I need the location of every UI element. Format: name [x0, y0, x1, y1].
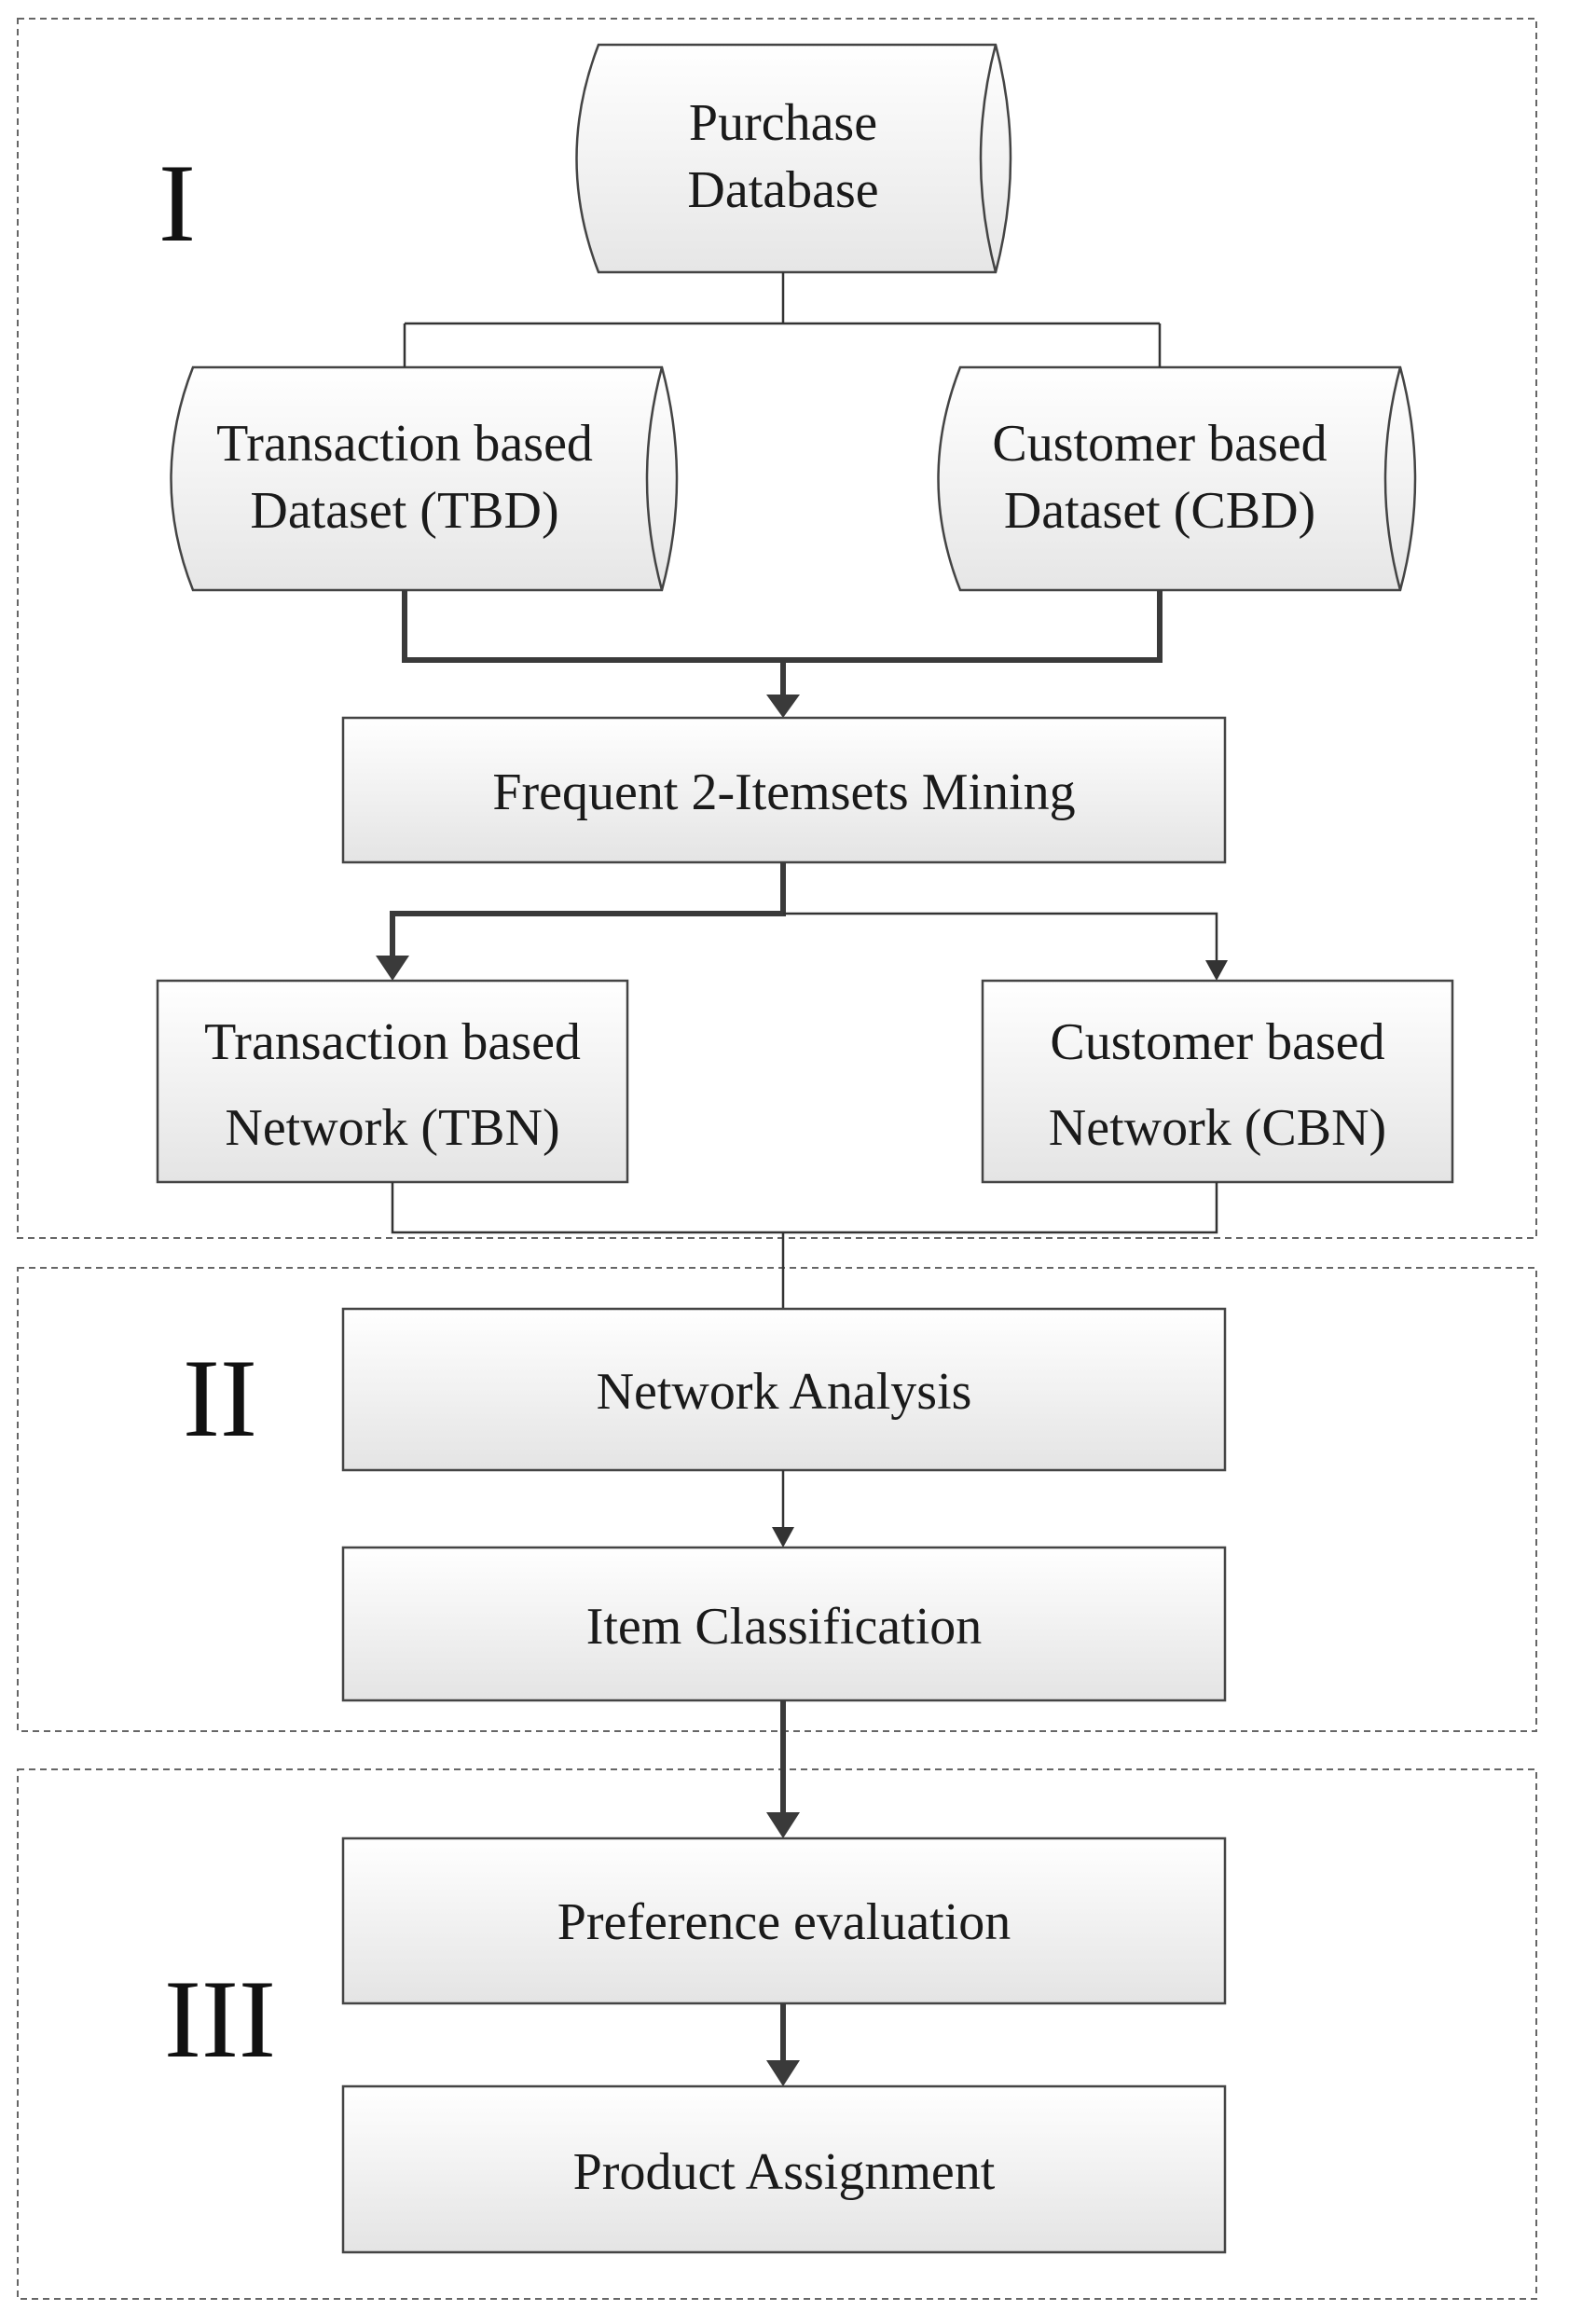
purchase-database-line1: Purchase: [689, 94, 877, 152]
phase-three-region: [17, 1768, 1537, 2300]
network-analysis-node: Network Analysis: [341, 1307, 1227, 1472]
phase-one-label: I: [158, 141, 196, 265]
connector-mining-split-left: [390, 862, 786, 956]
item-classification-node: Item Classification: [341, 1546, 1227, 1702]
preference-evaluation-node: Preference evaluation: [341, 1836, 1227, 2005]
connector-db-split: [403, 272, 1162, 367]
tbd-line1: Transaction based: [216, 415, 593, 473]
cbd-line1: Customer based: [992, 415, 1327, 473]
item-classification-label: Item Classification: [586, 1598, 983, 1656]
arrow-to-cbn: [1205, 960, 1228, 981]
mining-label: Frequent 2-Itemsets Mining: [492, 763, 1075, 821]
purchase-database-node: Purchase Database: [575, 43, 1012, 274]
phase-three-label: III: [164, 1957, 276, 2081]
tbd-node: Transaction based Dataset (TBD): [170, 365, 679, 592]
phase-two-label: II: [183, 1336, 257, 1460]
cbn-line2: Network (CBN): [1049, 1099, 1386, 1157]
product-assignment-node: Product Assignment: [341, 2084, 1227, 2254]
connector-datasets-merge: [402, 590, 1163, 695]
purchase-database-line2: Database: [687, 161, 878, 219]
arrow-to-assignment: [766, 2060, 800, 2086]
arrow-to-mining: [766, 695, 800, 718]
arrow-to-preference: [766, 1812, 800, 1838]
connector-networks-merge: [391, 1182, 1218, 1309]
tbd-line2: Dataset (TBD): [250, 482, 558, 540]
cbd-line2: Dataset (CBD): [1004, 482, 1315, 540]
cbn-node: Customer based Network (CBN): [981, 979, 1454, 1184]
tbn-node: Transaction based Network (TBN): [156, 979, 629, 1184]
arrow-to-tbn: [376, 956, 409, 981]
tbn-line2: Network (TBN): [225, 1099, 559, 1157]
cbn-line1: Customer based: [1050, 1013, 1384, 1071]
mining-node: Frequent 2-Itemsets Mining: [341, 716, 1227, 864]
network-analysis-label: Network Analysis: [597, 1363, 972, 1421]
cbd-node: Customer based Dataset (CBD): [937, 365, 1417, 592]
tbn-line1: Transaction based: [204, 1013, 581, 1071]
phase-one-region: [17, 18, 1537, 1239]
arrow-to-classification: [772, 1527, 794, 1548]
product-assignment-label: Product Assignment: [573, 2143, 996, 2201]
preference-evaluation-label: Preference evaluation: [557, 1893, 1011, 1951]
connector-mining-split-right: [783, 912, 1218, 960]
phase-two-region: [17, 1267, 1537, 1732]
